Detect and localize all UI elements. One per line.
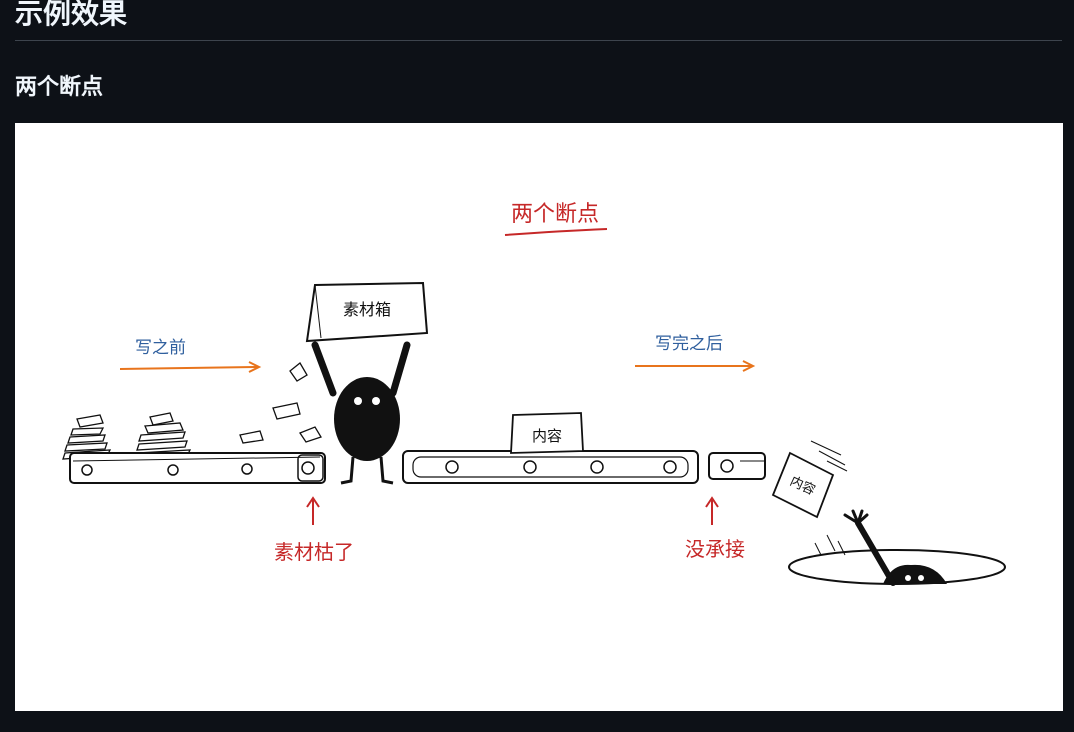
subsection-heading: 两个断点 <box>15 75 104 100</box>
middle-conveyor <box>402 412 699 484</box>
section-heading: 示例效果 <box>15 0 128 30</box>
illustration-title: 两个断点 <box>511 202 599 227</box>
hole-creature <box>788 509 1006 586</box>
falling-content-card <box>771 440 848 519</box>
break2-arrow <box>705 496 719 525</box>
after-arrow <box>635 360 756 372</box>
before-label: 写之前 <box>135 338 186 358</box>
left-conveyor <box>69 452 326 484</box>
right-conveyor <box>708 452 766 480</box>
before-arrow <box>119 361 262 373</box>
illustration-canvas: 两个断点 写之前 写完之后 <box>62 202 1006 586</box>
title-underline <box>504 228 608 236</box>
creature-with-box <box>305 281 429 485</box>
breakpoints-illustration: 两个断点 写之前 写完之后 <box>15 123 1063 711</box>
after-label: 写完之后 <box>655 334 723 354</box>
heading-divider <box>15 40 1062 41</box>
box-label: 素材箱 <box>343 300 391 319</box>
paper-piles <box>62 362 322 460</box>
break1-arrow <box>306 496 320 525</box>
break2-label: 没承接 <box>685 537 745 561</box>
break1-label: 素材枯了 <box>274 540 354 564</box>
conveyor-content-label: 内容 <box>532 427 562 445</box>
